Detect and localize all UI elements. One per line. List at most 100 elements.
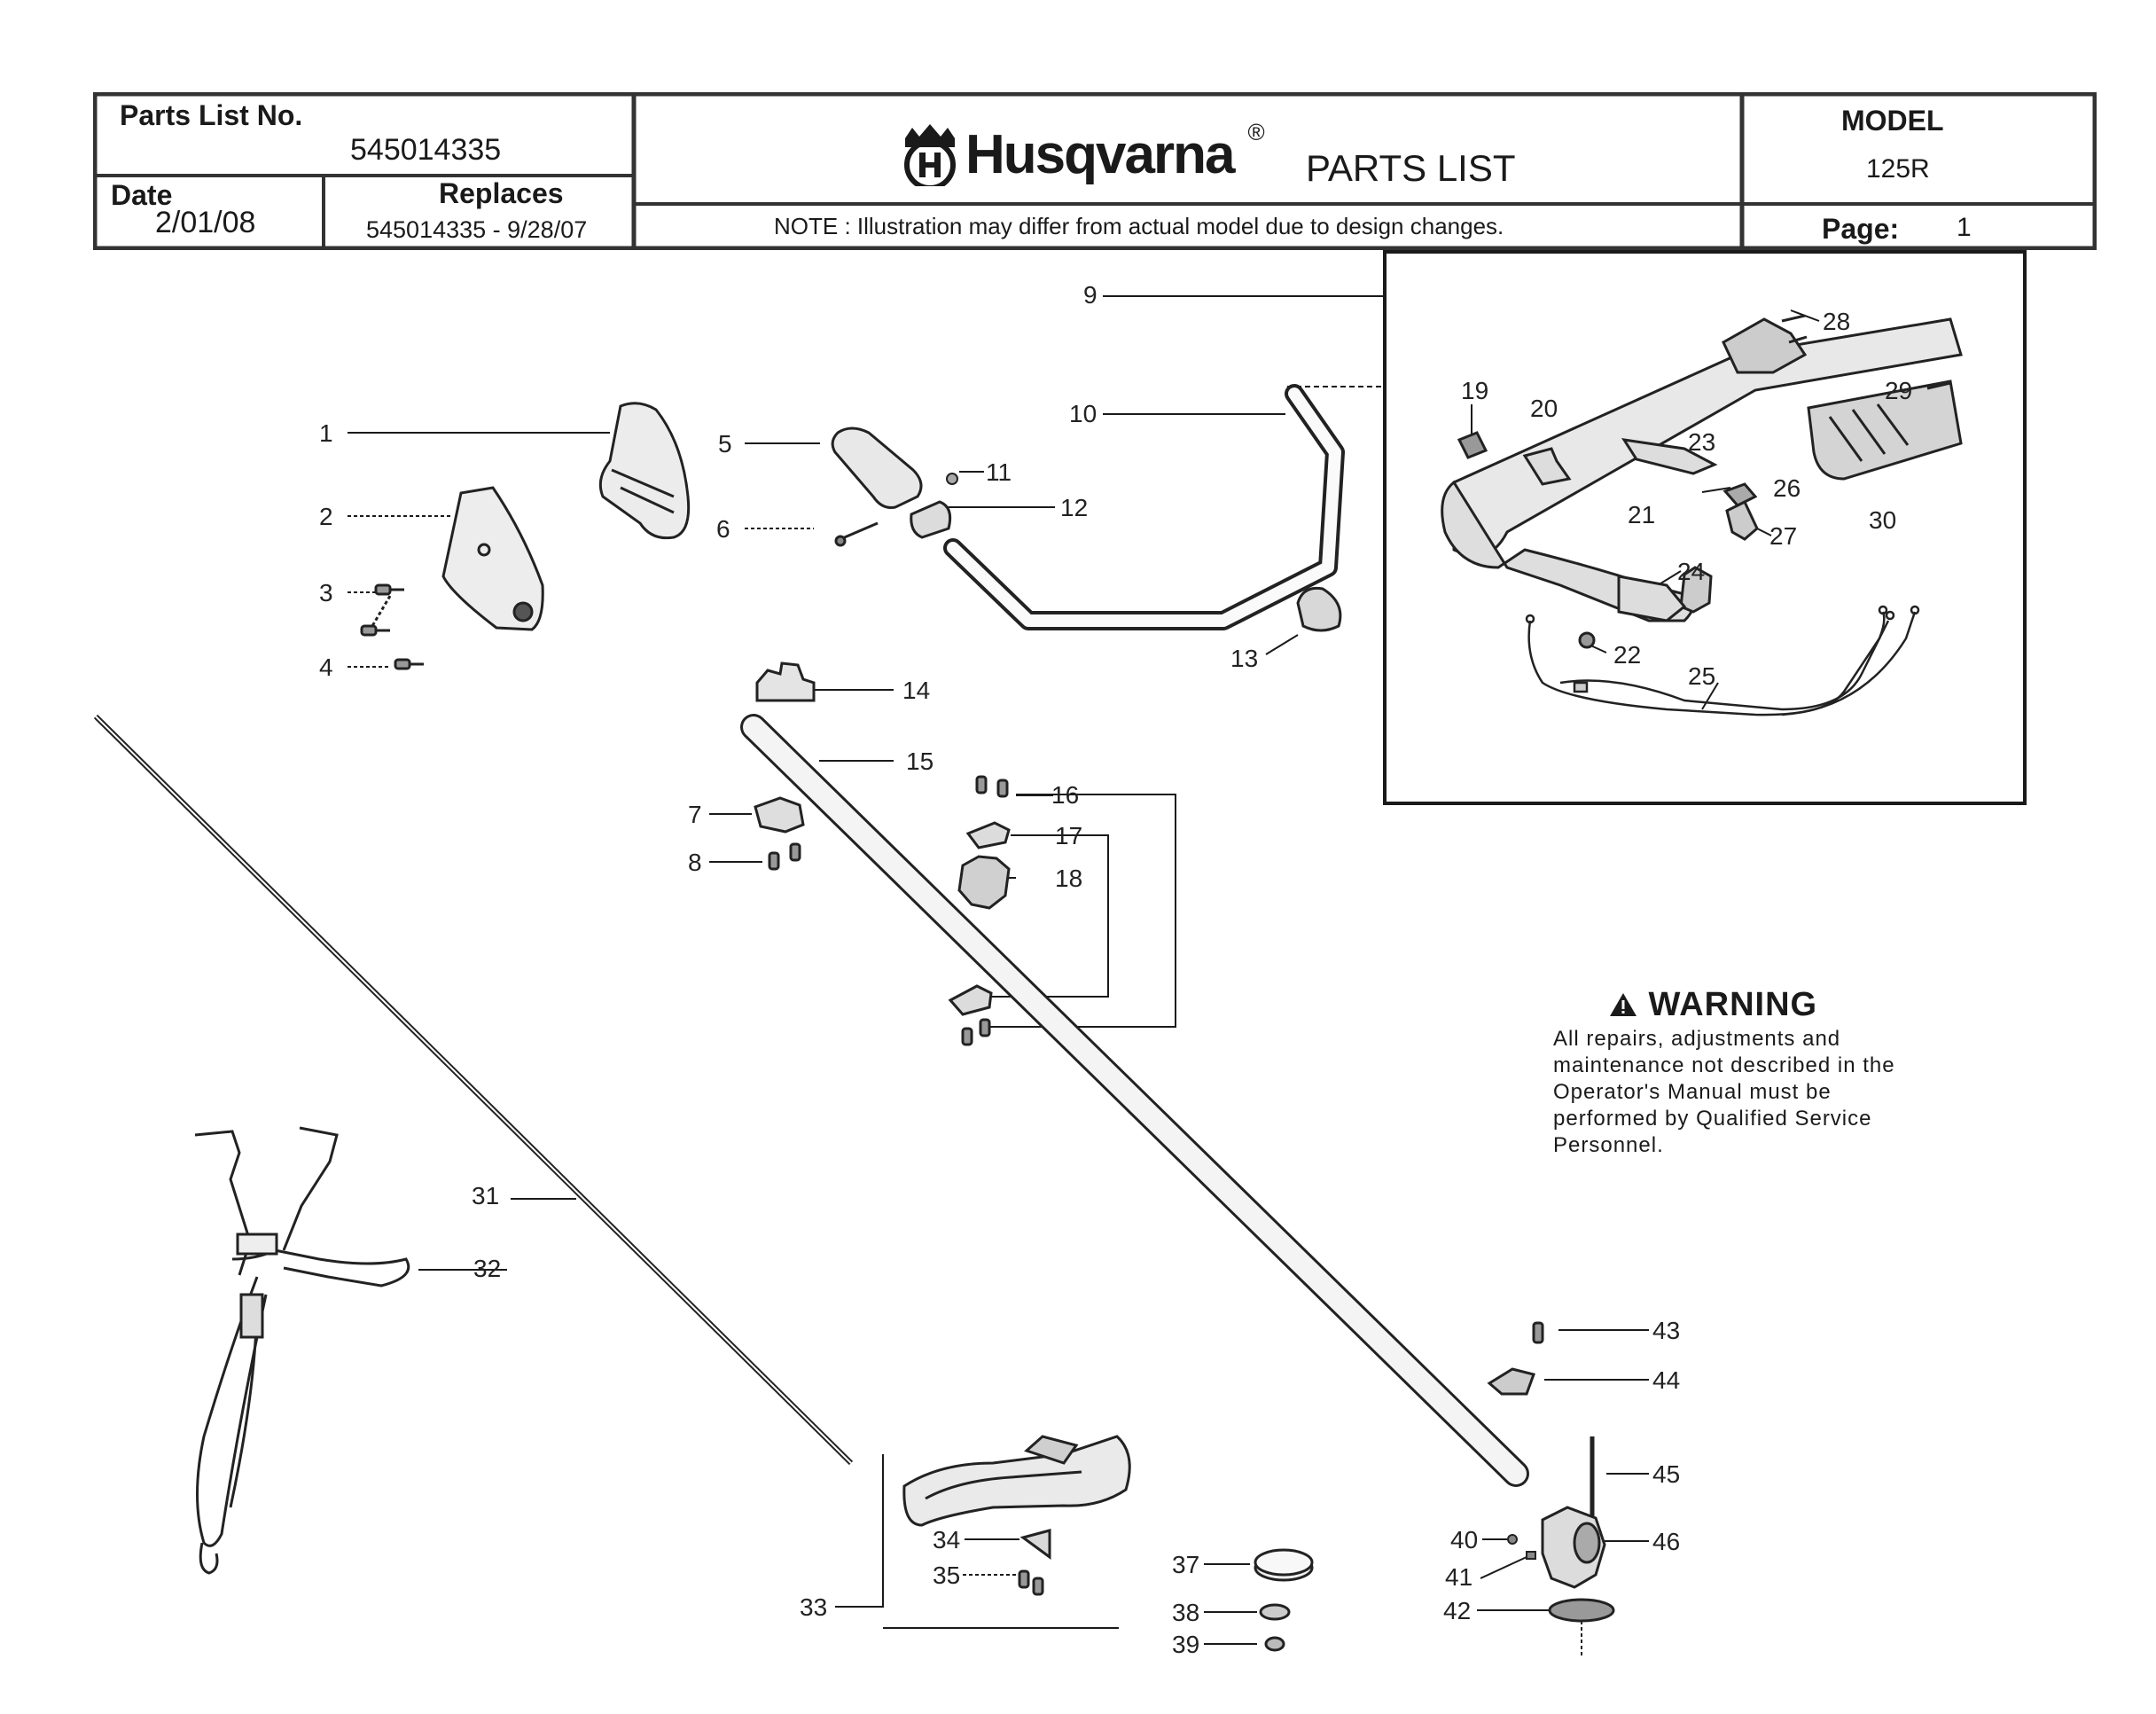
callout-20: 20 (1530, 395, 1558, 422)
callout-5: 5 (718, 430, 732, 458)
part-12-clamp (910, 500, 952, 539)
callout-26: 26 (1773, 474, 1801, 502)
part-18-holder (957, 855, 1011, 910)
part-17-clamp-bottom (948, 984, 993, 1016)
replaces-value: 545014335 - 9/28/07 (366, 216, 588, 243)
part-7-bracket (754, 796, 805, 834)
callout-1: 1 (319, 419, 333, 447)
callout-16: 16 (1051, 781, 1079, 809)
warning-notice: WARNING All repairs, adjustments and mai… (1553, 986, 1926, 1159)
part-11-nut (946, 473, 958, 485)
warning-triangle-icon (1609, 993, 1637, 1016)
parts-list-title: PARTS LIST (1306, 147, 1516, 189)
callout-6: 6 (716, 515, 730, 543)
callout-15: 15 (906, 747, 933, 775)
part-2-plate (441, 486, 544, 631)
date-label: Date (111, 179, 173, 211)
callout-27: 27 (1769, 522, 1797, 550)
callout-25: 25 (1688, 662, 1715, 690)
callout-23: 23 (1688, 428, 1715, 456)
note-text: NOTE : Illustration may differ from actu… (774, 213, 1504, 239)
part-1-cover (598, 402, 691, 540)
part-40-screw (1507, 1534, 1518, 1545)
callout-38: 38 (1172, 1599, 1199, 1626)
callout-31: 31 (472, 1182, 499, 1209)
inset-handle-assembly (1441, 317, 1963, 649)
callout-13: 13 (1230, 645, 1258, 672)
part-16-screws (961, 775, 1009, 1046)
crown-h-icon (904, 124, 956, 186)
part-25-wiring (1525, 605, 1920, 716)
header-table: Parts List No. 545014335 Date 2/01/08 Re… (93, 92, 2097, 250)
callout-32: 32 (473, 1255, 501, 1282)
replaces-label: Replaces (439, 177, 564, 209)
part-43-screw (1532, 1321, 1544, 1344)
callout-44: 44 (1652, 1366, 1680, 1394)
page-label: Page: (1822, 213, 1900, 245)
date-value: 2/01/08 (155, 206, 256, 239)
callout-37: 37 (1172, 1551, 1199, 1578)
callout-35: 35 (933, 1561, 960, 1589)
part-39-nut (1264, 1636, 1285, 1652)
part-13-knob (1296, 586, 1342, 632)
callout-7: 7 (688, 801, 702, 828)
part-5-grip (831, 427, 923, 509)
callout-19: 19 (1461, 377, 1488, 404)
callout-34: 34 (933, 1526, 960, 1554)
callout-41: 41 (1445, 1563, 1472, 1591)
registered-mark: ® (1247, 119, 1265, 145)
part-32-harness (194, 1126, 410, 1575)
warning-title: WARNING (1648, 986, 1818, 1023)
part-41-nut (1526, 1551, 1536, 1560)
callout-12: 12 (1060, 494, 1088, 521)
callout-2: 2 (319, 503, 333, 530)
parts-list-no: 545014335 (350, 133, 502, 167)
inset-screws-28-29 (1781, 314, 1951, 390)
callout-29: 29 (1885, 377, 1912, 404)
part-14-clamp (755, 661, 816, 702)
callout-8: 8 (688, 849, 702, 876)
brand-logo: Husqvarna ® (900, 115, 1265, 186)
screws-3-4 (360, 583, 424, 670)
page-number: 1 (1957, 213, 1972, 242)
callout-28: 28 (1823, 308, 1850, 335)
callout-21: 21 (1628, 501, 1655, 528)
part-35-screws (1018, 1569, 1044, 1596)
callout-43: 43 (1652, 1317, 1680, 1344)
warning-body: All repairs, adjustments and maintenance… (1553, 1027, 1895, 1157)
callout-11: 11 (986, 458, 1012, 486)
callout-45: 45 (1652, 1460, 1680, 1488)
callout-30: 30 (1869, 506, 1896, 534)
callout-40: 40 (1450, 1526, 1478, 1554)
callout-22: 22 (1613, 641, 1641, 669)
callout-10: 10 (1069, 400, 1097, 427)
part-34-bracket (1019, 1529, 1051, 1560)
part-38-washer (1259, 1603, 1291, 1621)
callout-33: 33 (800, 1593, 827, 1621)
part-15-tube (740, 714, 1529, 1487)
callout-9: 9 (1083, 281, 1098, 309)
callout-39: 39 (1172, 1631, 1199, 1658)
brand-wordmark: Husqvarna (965, 124, 1235, 185)
callout-14: 14 (902, 677, 930, 704)
part-44-clamp (1487, 1367, 1535, 1396)
part-42-support-cup (1548, 1598, 1615, 1623)
callout-4: 4 (319, 654, 333, 681)
model-label: MODEL (1841, 105, 1944, 137)
callout-24: 24 (1677, 558, 1705, 585)
parts-list-no-label: Parts List No. (120, 99, 303, 131)
callout-18: 18 (1055, 865, 1082, 892)
callout-3: 3 (319, 579, 333, 607)
callout-42: 42 (1443, 1597, 1471, 1624)
header-grid (93, 92, 2097, 250)
part-6-screw (834, 521, 879, 547)
part-33-shield (902, 1435, 1131, 1527)
inset-box-handle-assembly (1383, 250, 2027, 805)
part-17-clamp-top (965, 821, 1011, 849)
callout-46: 46 (1652, 1528, 1680, 1555)
part-46-gearhead (1541, 1506, 1606, 1589)
callout-17: 17 (1055, 822, 1082, 849)
model-value: 125R (1866, 154, 1930, 184)
warning-heading: WARNING (1500, 986, 1926, 1024)
